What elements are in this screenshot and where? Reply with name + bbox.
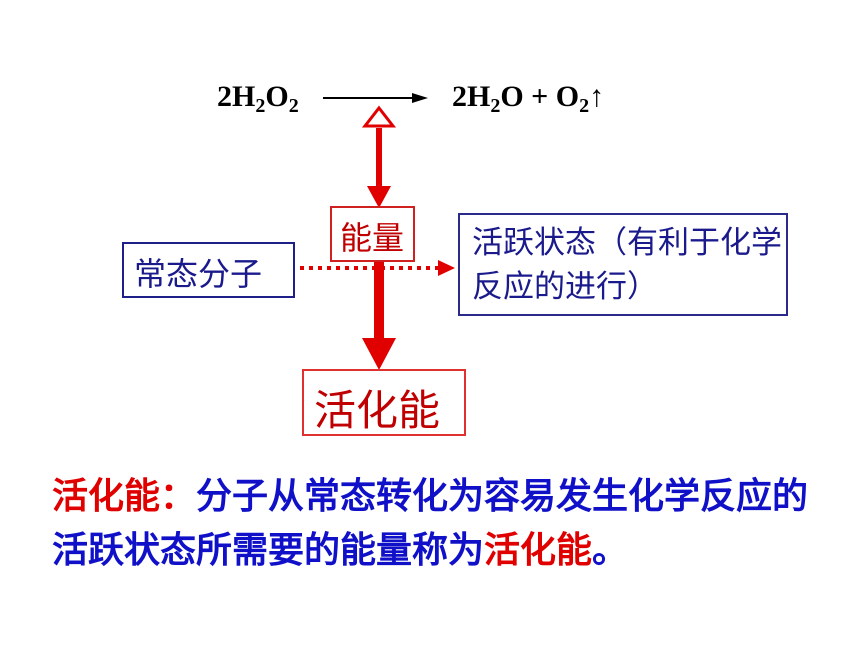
energy-label: 能量 bbox=[340, 219, 405, 257]
arrow-triangle-to-energy-head bbox=[367, 186, 391, 208]
reaction-arrow-head bbox=[412, 93, 428, 103]
definition-end-punct: 。 bbox=[592, 530, 629, 571]
normal-molecule-label: 常态分子 bbox=[134, 255, 263, 293]
definition-text: 活化能：分子从常态转化为容易发生化学反应的活跃状态所需要的能量称为活化能。 bbox=[52, 470, 842, 578]
product-o-plus: O + O bbox=[500, 80, 580, 113]
reactant-h: 2H bbox=[217, 80, 256, 113]
triangle-icon bbox=[361, 105, 397, 128]
product-h2o: 2H bbox=[452, 80, 491, 113]
active-state-label: 活跃状态（有利于化学反应的进行） bbox=[472, 225, 782, 305]
reactant-h-subscript: 2 bbox=[255, 95, 266, 117]
normal-molecule-box: 常态分子 bbox=[122, 242, 295, 298]
gas-arrow-icon: ↑ bbox=[589, 80, 605, 113]
equation-product: 2H2O + O2↑ bbox=[452, 80, 605, 117]
product-o2-subscript: 2 bbox=[579, 95, 590, 117]
energy-box: 能量 bbox=[330, 206, 415, 262]
dotted-arrow-head bbox=[438, 260, 455, 276]
definition-body: 分子从常态转化为容易发生化学反应的活跃状态所需要的能量称为 bbox=[52, 476, 809, 571]
definition-term-end: 活化能 bbox=[484, 530, 593, 571]
active-state-box: 活跃状态（有利于化学反应的进行） bbox=[458, 213, 788, 316]
arrow-energy-to-activation-head bbox=[362, 338, 396, 370]
reactant-o: O bbox=[265, 80, 289, 113]
activation-energy-label: 活化能 bbox=[314, 386, 441, 435]
activation-energy-box: 活化能 bbox=[302, 369, 466, 436]
equation-reactant: 2H2O2 bbox=[217, 80, 299, 117]
product-h-subscript: 2 bbox=[490, 95, 501, 117]
definition-term: 活化能： bbox=[52, 476, 197, 517]
reactant-o-subscript: 2 bbox=[288, 95, 299, 117]
